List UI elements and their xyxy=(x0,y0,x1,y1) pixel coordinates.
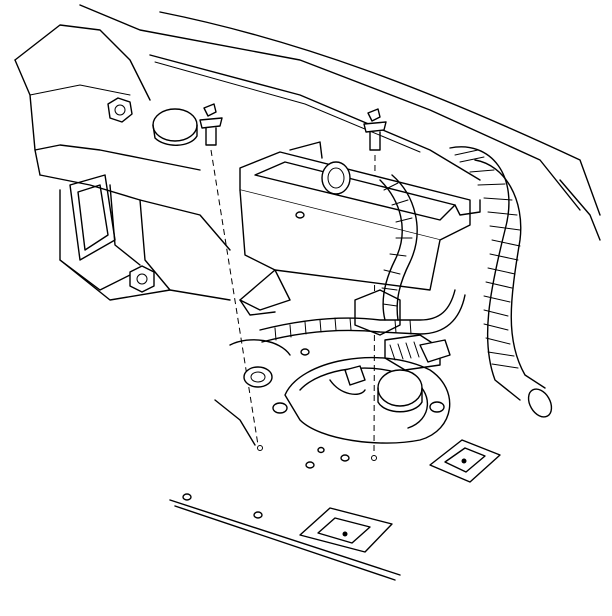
washer-reservoir-bracket xyxy=(239,141,481,336)
hood-edge-lines xyxy=(79,4,601,241)
round-cap xyxy=(152,108,198,146)
hex-bolt-lower xyxy=(129,265,155,293)
hex-bolt-upper xyxy=(107,97,133,123)
rectangular-access-opening xyxy=(69,174,116,261)
front-frame-rail-edge xyxy=(169,499,401,581)
body-panel-left xyxy=(14,24,231,301)
corrugated-hose-large xyxy=(449,146,553,418)
mounting-holes xyxy=(182,211,350,519)
push-pin-retainer-left xyxy=(199,103,263,451)
fender-apron-mount-pad xyxy=(299,439,501,553)
strut-tower-mount xyxy=(214,339,451,446)
wiring-harness-conduit xyxy=(259,174,466,343)
